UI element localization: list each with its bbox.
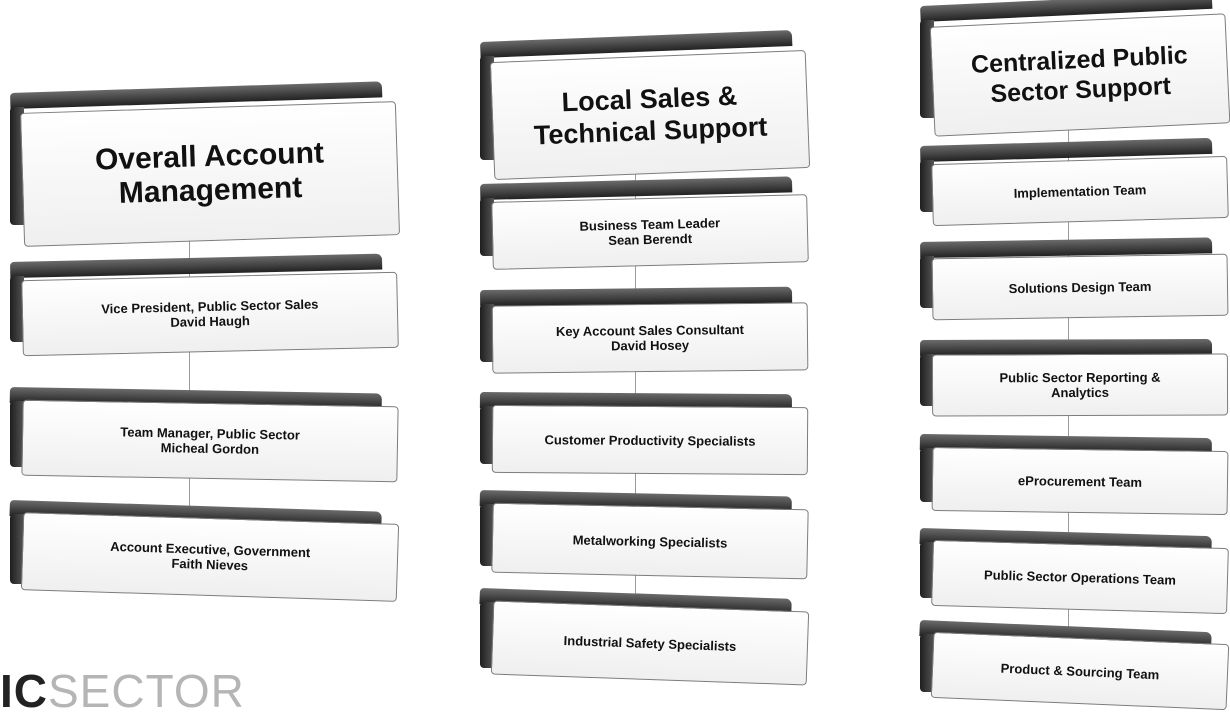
role-card: Account Executive, Government Faith Niev… xyxy=(9,500,400,602)
role-card: Business Team Leader Sean Berendt xyxy=(480,176,810,270)
role-title: Solutions Design Team xyxy=(1008,278,1152,296)
role-title: Public Sector Reporting & xyxy=(999,369,1161,386)
role-card: Customer Productivity Specialists xyxy=(479,392,810,476)
role-implementation-team: Implementation Team xyxy=(931,155,1229,227)
role-card: Public Sector Operations Team xyxy=(919,528,1230,615)
role-account-executive: Account Executive, Government Faith Niev… xyxy=(20,512,400,602)
header-card: Local Sales & Technical Support xyxy=(480,30,811,181)
public-sector-logo: ICSECTOR xyxy=(0,668,245,714)
role-vice-president: Vice President, Public Sector Sales Davi… xyxy=(21,271,399,357)
role-title: Public Sector Operations Team xyxy=(983,566,1177,588)
role-card: Product & Sourcing Team xyxy=(919,620,1230,711)
role-person: Micheal Gordon xyxy=(160,440,260,457)
role-title: Key Account Sales Consultant xyxy=(555,322,745,339)
role-card: Industrial Safety Specialists xyxy=(479,588,810,686)
role-title: Industrial Safety Specialists xyxy=(563,632,737,654)
role-card: Team Manager, Public Sector Micheal Gord… xyxy=(9,387,400,483)
role-team-manager: Team Manager, Public Sector Micheal Gord… xyxy=(21,399,399,483)
role-card: Implementation Team xyxy=(920,137,1230,227)
role-card: Solutions Design Team xyxy=(920,237,1230,321)
role-title: Product & Sourcing Team xyxy=(1000,660,1160,682)
role-title: eProcurement Team xyxy=(1017,472,1143,490)
role-title: Analytics xyxy=(1051,384,1109,401)
role-public-sector-reporting-analytics: Public Sector Reporting & Analytics xyxy=(931,353,1229,417)
role-card: Public Sector Reporting & Analytics xyxy=(920,338,1230,418)
role-metalworking-specialists: Metalworking Specialists xyxy=(491,502,809,580)
header-overall-account-management: Overall Account Management xyxy=(19,101,401,247)
header-centralized-public-sector-support: Centralized Public Sector Support xyxy=(929,13,1230,137)
role-public-sector-operations-team: Public Sector Operations Team xyxy=(931,539,1229,615)
role-title: Metalworking Specialists xyxy=(572,531,728,551)
role-card: Key Account Sales Consultant David Hosey xyxy=(480,286,810,374)
header-line: Management xyxy=(118,171,303,210)
role-customer-productivity-specialists: Customer Productivity Specialists xyxy=(491,404,809,476)
role-key-account-sales-consultant: Key Account Sales Consultant David Hosey xyxy=(491,302,809,374)
role-title: Team Manager, Public Sector xyxy=(120,424,301,443)
role-card: eProcurement Team xyxy=(919,434,1230,516)
role-business-team-leader: Business Team Leader Sean Berendt xyxy=(491,194,809,270)
header-local-sales-technical-support: Local Sales & Technical Support xyxy=(489,49,811,181)
role-person: David Hosey xyxy=(610,337,690,354)
role-title: Customer Productivity Specialists xyxy=(544,431,756,449)
role-eprocurement-team: eProcurement Team xyxy=(931,446,1229,516)
role-industrial-safety-specialists: Industrial Safety Specialists xyxy=(490,600,810,686)
logo-text-light: SECTOR xyxy=(48,665,245,717)
role-title: Implementation Team xyxy=(1013,181,1147,201)
role-product-sourcing-team: Product & Sourcing Team xyxy=(930,631,1230,711)
header-card: Centralized Public Sector Support xyxy=(920,0,1230,137)
role-card: Metalworking Specialists xyxy=(479,490,810,580)
header-card: Overall Account Management xyxy=(10,81,401,247)
role-card: Vice President, Public Sector Sales Davi… xyxy=(10,253,400,357)
role-solutions-design-team: Solutions Design Team xyxy=(931,253,1229,321)
logo-text-bold: IC xyxy=(0,665,48,717)
